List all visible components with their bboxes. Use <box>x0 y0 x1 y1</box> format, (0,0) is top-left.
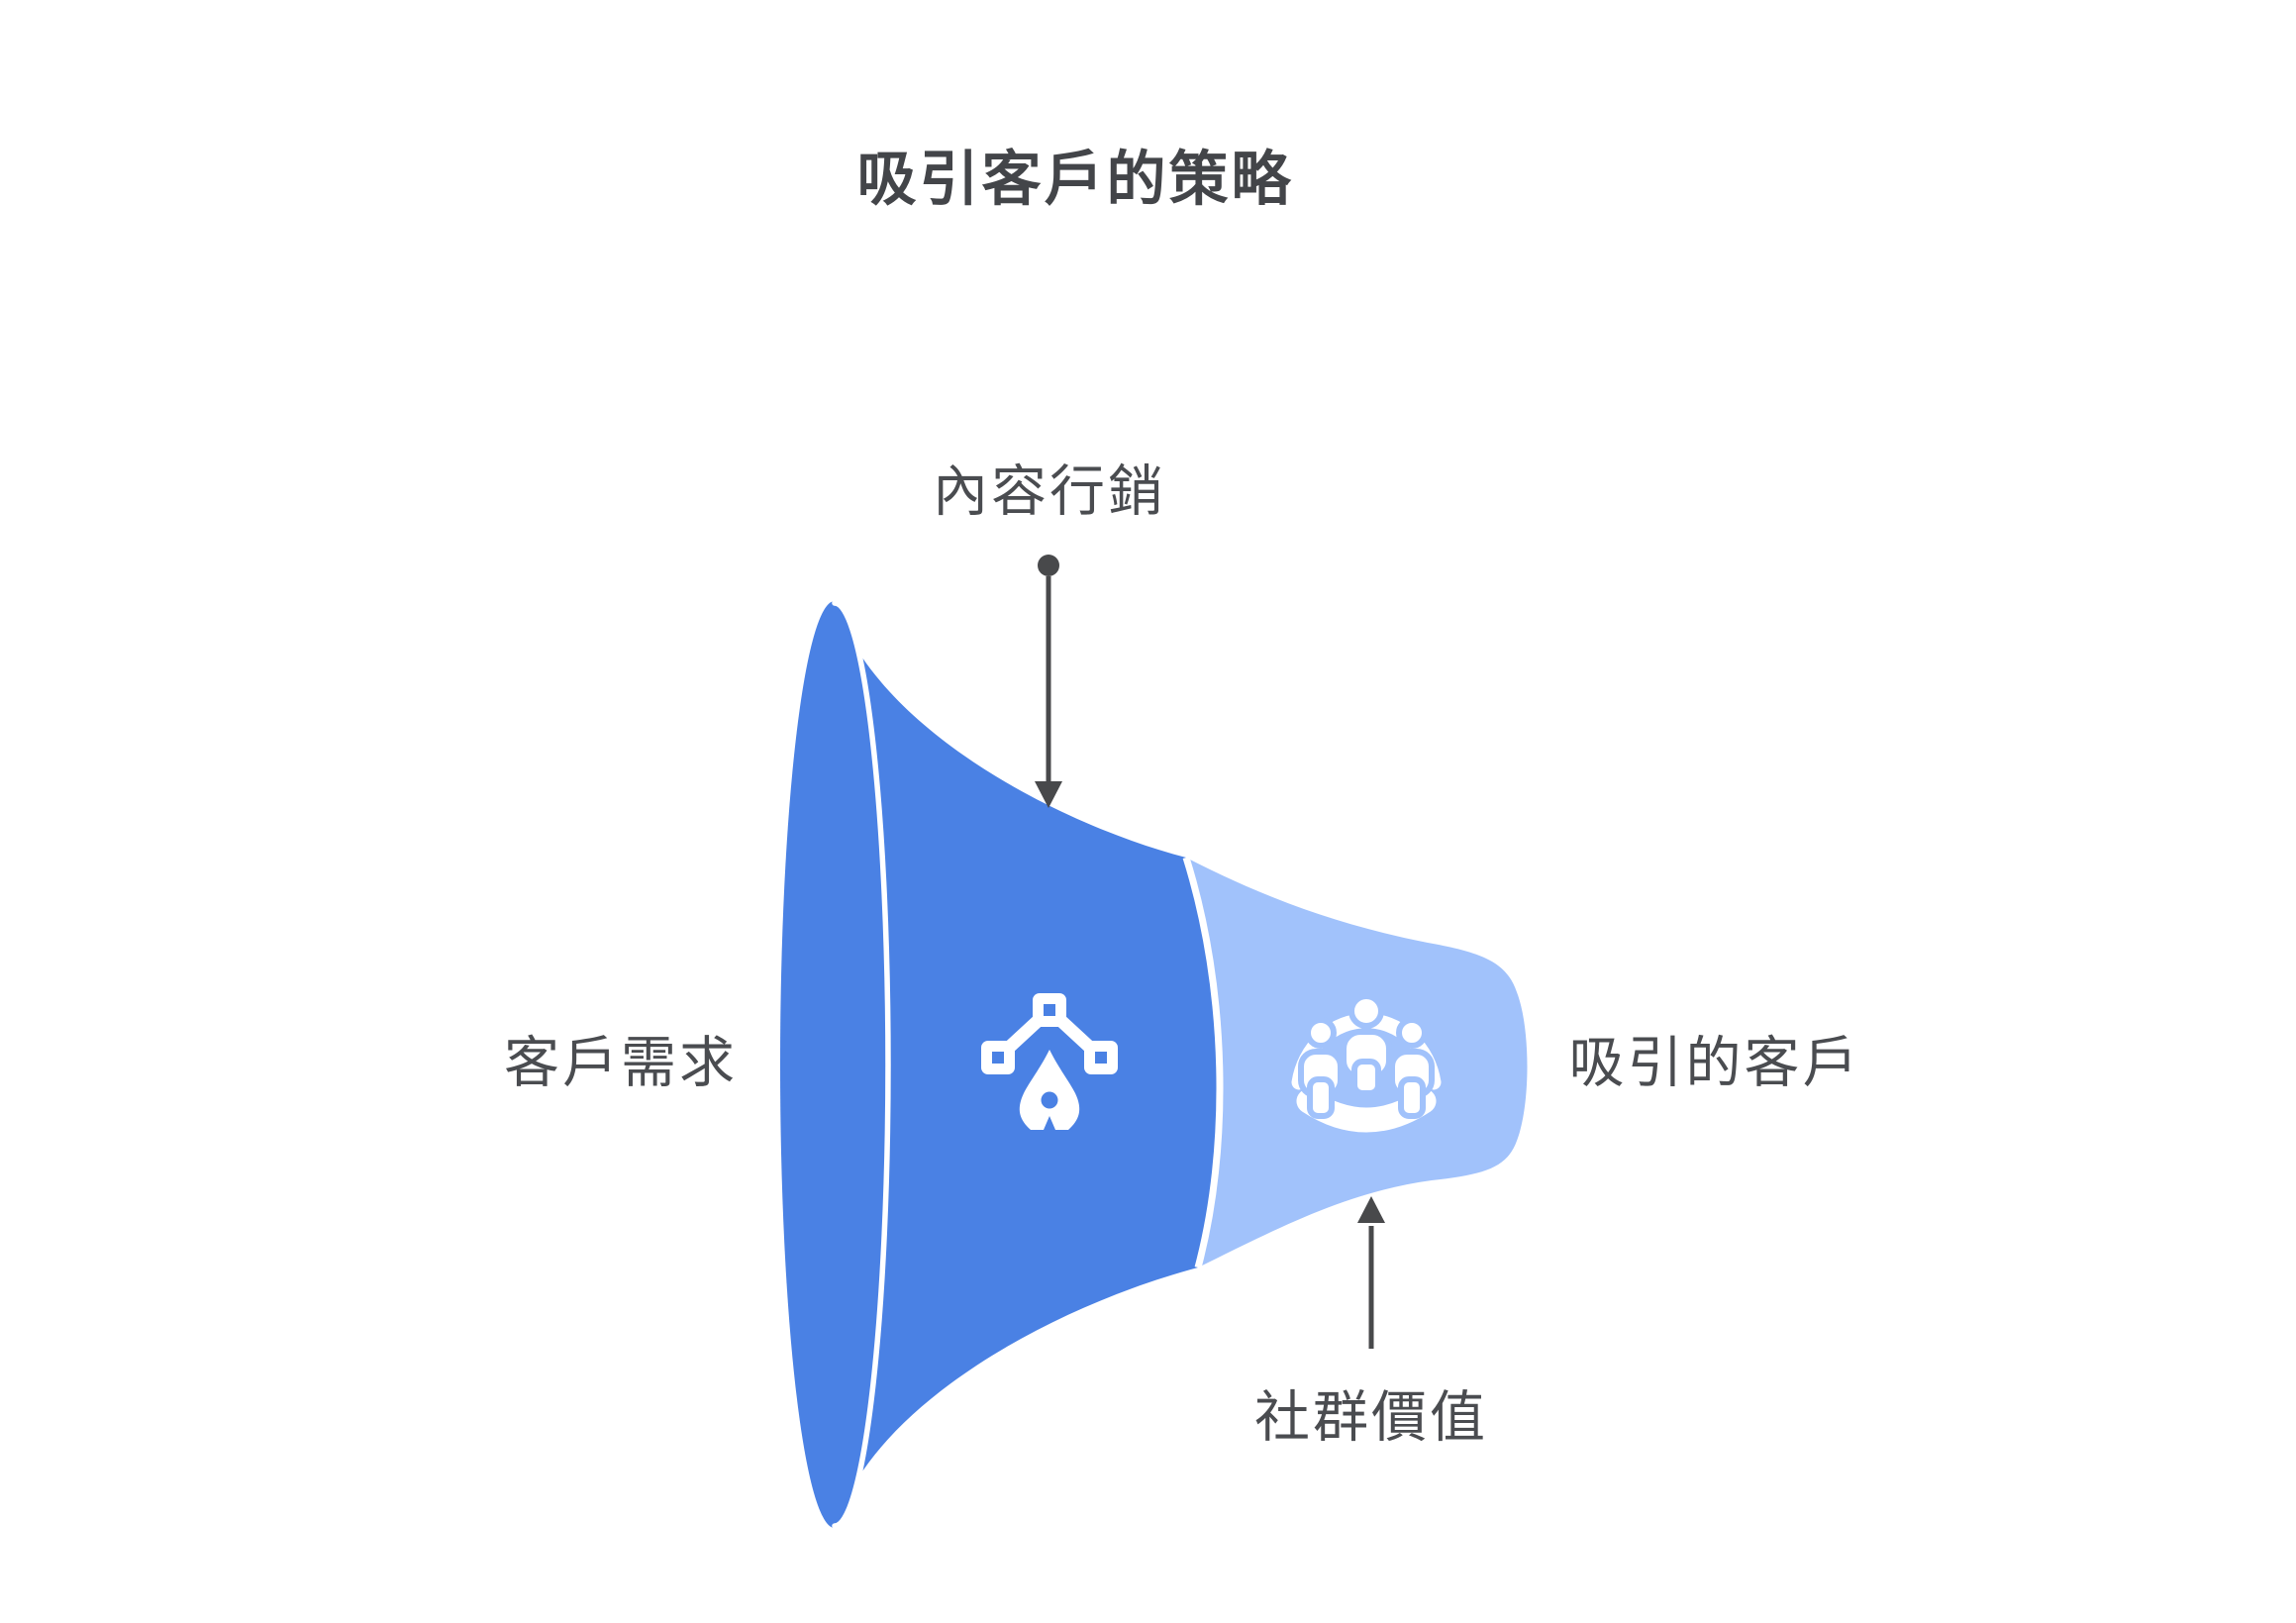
funnel-mouth-rim <box>832 600 891 1529</box>
arrow-top-head <box>1035 781 1062 808</box>
diagram-title: 吸引客戶的策略 <box>856 146 1294 213</box>
label-content-marketing: 內容行銷 <box>933 459 1166 523</box>
arrow-bottom <box>1357 1196 1385 1349</box>
person-right <box>1389 1017 1435 1119</box>
community-icon <box>1291 993 1442 1133</box>
label-customer-needs: 客戶需求 <box>504 1031 738 1094</box>
label-community-value: 社群價值 <box>1254 1385 1488 1449</box>
pen-tool-icon <box>981 993 1118 1130</box>
person-center <box>1341 993 1392 1096</box>
funnel-segment-content-marketing <box>780 600 1220 1529</box>
label-attracted-customers: 吸引的客戶 <box>1568 1031 1861 1094</box>
funnel-dark-body <box>835 601 1220 1528</box>
person-left <box>1298 1017 1344 1119</box>
arrow-top <box>1035 555 1062 808</box>
arrow-top-dot <box>1038 555 1059 576</box>
funnel-segment-divider <box>1182 856 1224 1268</box>
arrow-bottom-head <box>1357 1196 1385 1223</box>
